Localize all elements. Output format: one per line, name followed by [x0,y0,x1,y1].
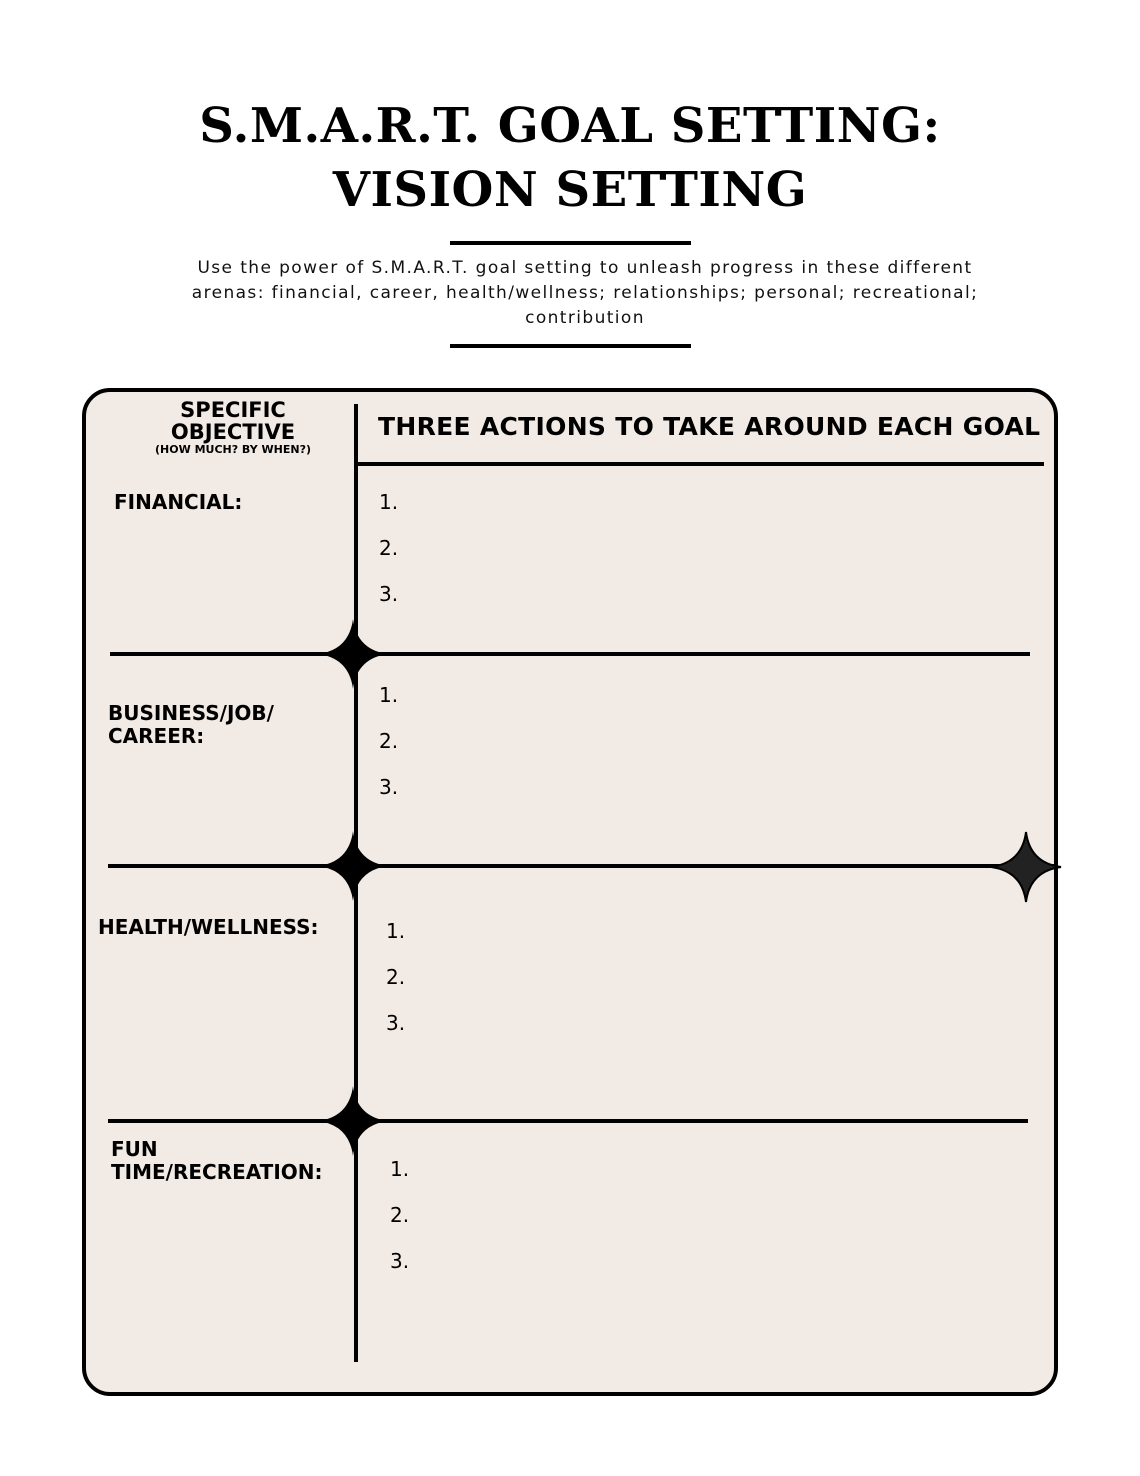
row-label-line: FUN [111,1137,158,1161]
worksheet-panel [82,388,1058,1396]
row-divider-3 [108,1119,1028,1123]
row-label-line: FINANCIAL: [114,490,243,514]
health-item-2: 2. [386,965,406,989]
header-how-much: (HOW MUCH? BY WHEN?) [155,443,311,456]
business-item-2: 2. [379,729,399,753]
row-divider-1 [110,652,1030,656]
star-ornament-2 [318,831,388,901]
page-title-line-2: VISION SETTING [332,162,808,218]
financial-item-2: 2. [379,536,399,560]
row-divider-2 [108,864,1056,868]
row-label-line: HEALTH/WELLNESS: [98,915,319,939]
financial-item-3: 3. [379,582,399,606]
header-divider [356,462,1044,466]
subtitle-line-1: Use the power of S.M.A.R.T. goal setting… [197,258,973,278]
financial-item-1: 1. [379,490,399,514]
row-label-line: TIME/RECREATION: [111,1160,323,1184]
business-item-1: 1. [379,683,399,707]
row-label-recreation: FUN TIME/RECREATION: [111,1138,323,1184]
header-specific: SPECIFIC [180,398,286,422]
health-item-1: 1. [386,919,406,943]
row-label-health: HEALTH/WELLNESS: [98,916,319,939]
header-three-actions: THREE ACTIONS TO TAKE AROUND EACH GOAL [378,412,1041,441]
star-ornament-3 [318,1086,388,1156]
recreation-item-2: 2. [390,1203,410,1227]
row-label-business: BUSINESS/JOB/ CAREER: [108,702,274,748]
subtitle-line-3: contribution [525,308,645,328]
business-item-3: 3. [379,775,399,799]
page-title-line-1: S.M.A.R.T. GOAL SETTING: [199,98,941,154]
row-label-line: BUSINESS/JOB/ [108,701,274,725]
page-subtitle: Use the power of S.M.A.R.T. goal setting… [160,256,1010,331]
health-item-3: 3. [386,1011,406,1035]
row-label-line: CAREER: [108,724,205,748]
star-ornament-1 [318,619,388,689]
row-label-financial: FINANCIAL: [114,491,242,514]
header-objective: OBJECTIVE [170,420,296,444]
top-divider [450,241,691,245]
star-ornament-edge [990,831,1062,903]
recreation-item-3: 3. [390,1249,410,1273]
recreation-item-1: 1. [390,1157,410,1181]
subtitle-line-2: arenas: financial, career, health/wellne… [191,283,979,303]
bottom-divider [450,344,691,348]
